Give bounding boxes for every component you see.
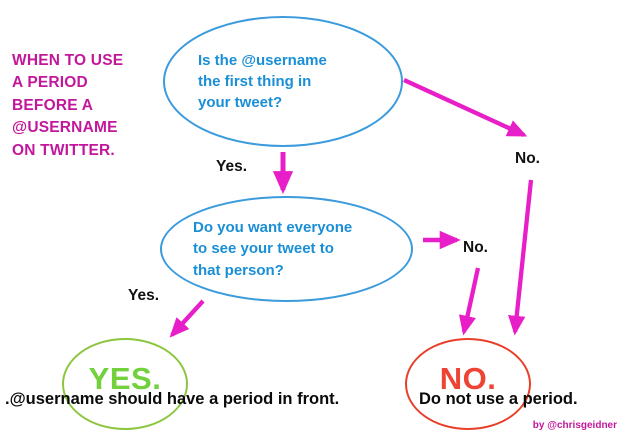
title-line-1: WHEN TO USE <box>12 52 124 69</box>
question-1-line-3: your tweet? <box>198 94 283 112</box>
question-1-text: Is the @username the first thing in your… <box>198 50 327 114</box>
outcome-yes-caption: .@username should have a period in front… <box>5 390 340 408</box>
title-line-5: ON TWITTER. <box>12 141 115 159</box>
arrow-q2-to-yes <box>169 299 205 338</box>
question-1-line-2: the first thing in <box>198 72 312 90</box>
attribution-credit: by @chrisgeidner <box>532 420 617 431</box>
branch-label-q2-yes: Yes. <box>128 287 160 304</box>
question-2-line-3: that person? <box>193 261 284 279</box>
question-2-line-1: Do you want everyone <box>193 219 353 237</box>
branch-label-q1-yes: Yes. <box>216 158 248 175</box>
question-2-text: Do you want everyone to see your tweet t… <box>193 217 352 281</box>
branch-label-q1-no: No. <box>515 150 540 167</box>
question-1-line-1: Is the @username <box>198 51 327 69</box>
title-line-3: BEFORE A <box>12 96 94 114</box>
outcome-no-label: NO. <box>439 361 497 396</box>
decision-node-question-1: Is the @username the first thing in your… <box>163 16 403 147</box>
outcome-no-caption: Do not use a period. <box>419 390 578 408</box>
arrow-q1-to-no <box>403 78 528 137</box>
decision-node-question-2: Do you want everyone to see your tweet t… <box>160 196 413 302</box>
page-title: WHEN TO USE A PERIOD BEFORE A @USERNAME … <box>12 50 162 162</box>
question-2-line-2: to see your tweet to <box>193 240 334 258</box>
branch-label-q2-no: No. <box>463 239 488 256</box>
outcome-yes-label: YES. <box>88 361 162 396</box>
outcome-node-yes: YES. <box>62 338 188 430</box>
arrow-no2-to-no-outcome <box>458 267 481 336</box>
title-line-4: @USERNAME <box>12 119 118 137</box>
title-line-2: A PERIOD <box>12 74 88 92</box>
arrow-no1-to-no-outcome <box>508 179 534 336</box>
outcome-node-no: NO. <box>405 338 531 430</box>
